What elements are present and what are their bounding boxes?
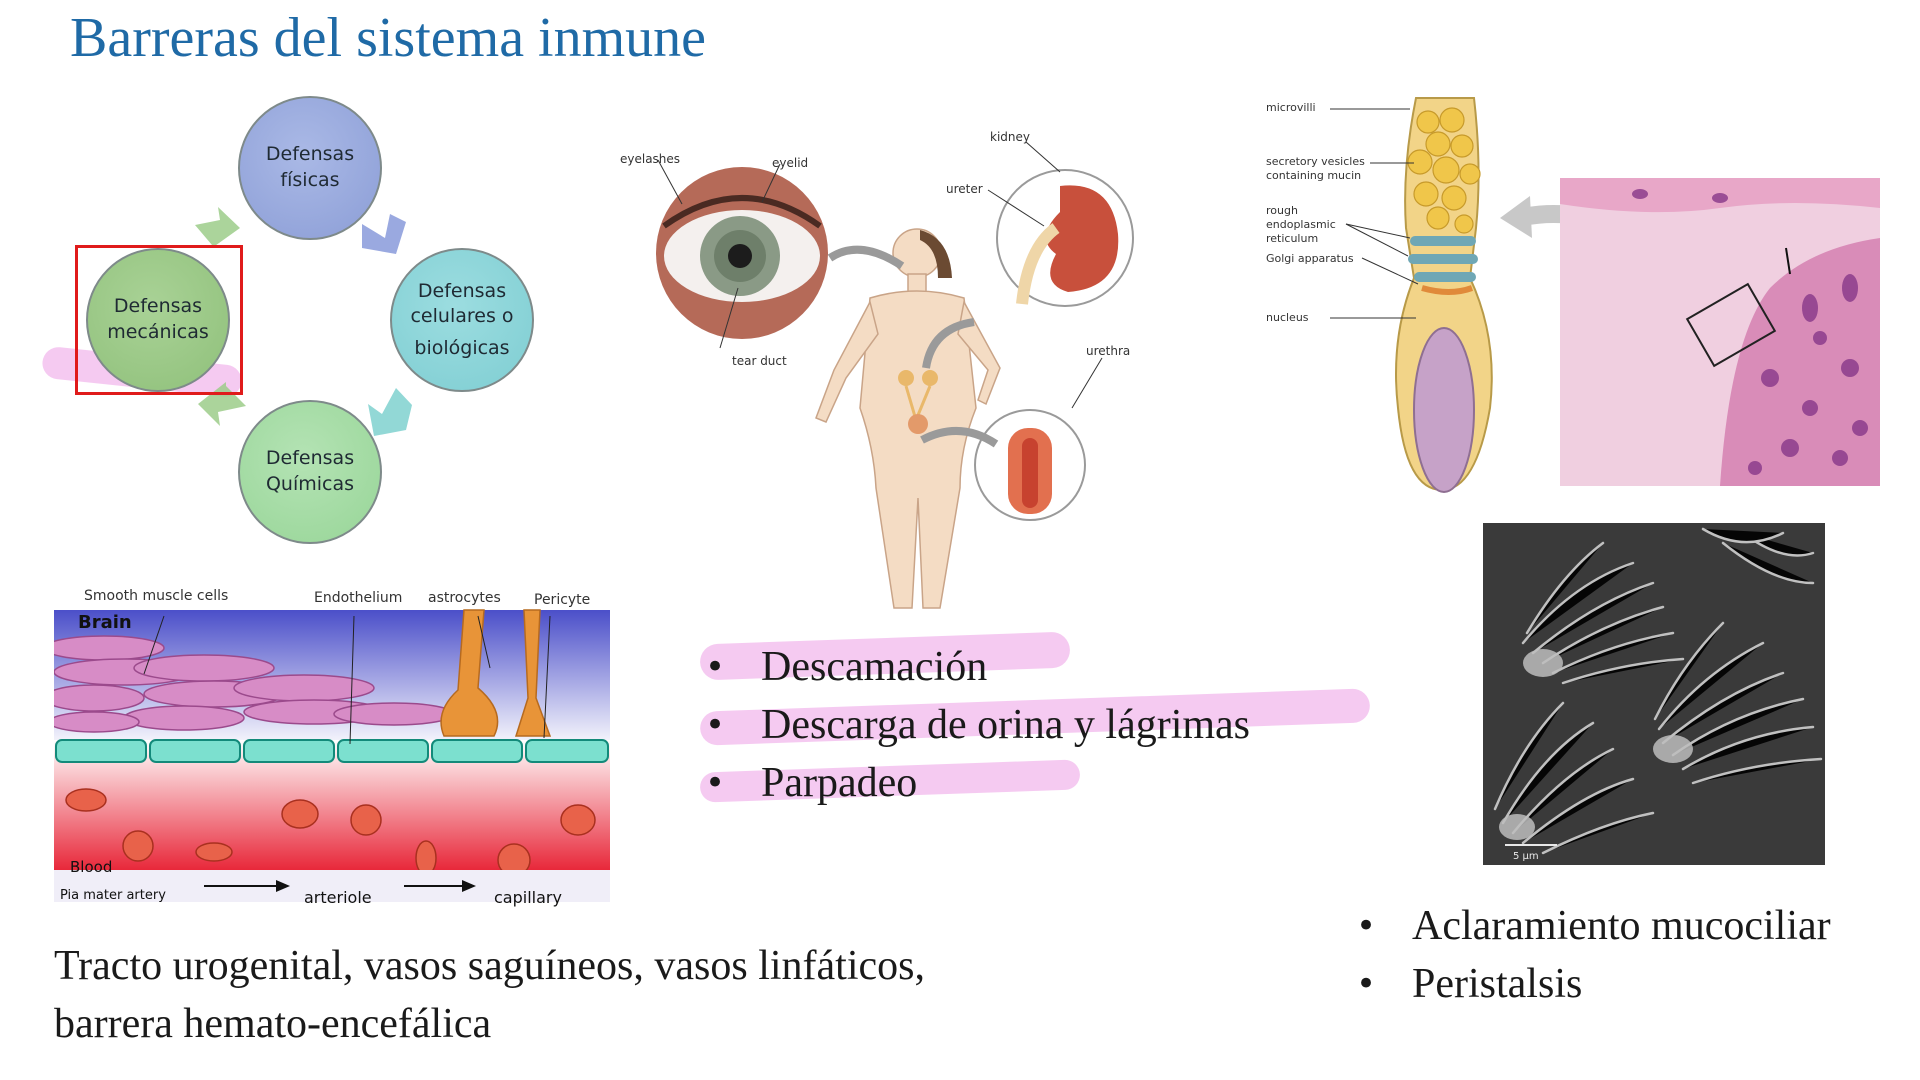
label-smooth-muscle: Smooth muscle cells xyxy=(84,588,229,604)
list-item: Parpadeo xyxy=(705,754,1250,812)
list-item: Aclaramiento mucociliar xyxy=(1356,897,1831,955)
node-defensas-fisicas: Defensas físicas xyxy=(238,96,382,240)
node-label: Defensas xyxy=(417,279,507,302)
label-ureter: ureter xyxy=(946,182,983,196)
list-item: Descarga de orina y lágrimas xyxy=(705,696,1250,754)
label-brain: Brain xyxy=(78,612,132,633)
caption-line: barrera hemato-encefálica xyxy=(54,1001,492,1047)
node-defensas-mecanicas: Defensas mecánicas xyxy=(86,248,230,392)
label-tear-duct: tear duct xyxy=(732,354,787,368)
slide-title: Barreras del sistema inmune xyxy=(70,7,707,69)
node-label: Defensas xyxy=(113,295,203,318)
mucociliary-list: Aclaramiento mucociliar Peristalsis xyxy=(1356,897,1831,1013)
caption-line: Tracto urogenital, vasos saguíneos, vaso… xyxy=(54,943,925,989)
label-secretory-vesicles-2: containing mucin xyxy=(1266,169,1362,182)
goblet-cell-figure: microvilli secretory vesicles containing… xyxy=(1250,78,1890,498)
label-arteriole: arteriole xyxy=(304,888,372,907)
body-illustration xyxy=(656,141,1134,609)
label-endothelium: Endothelium xyxy=(314,590,403,606)
goblet-cell-illustration xyxy=(1330,97,1880,493)
highlight-box xyxy=(75,245,243,395)
label-secretory-vesicles: secretory vesicles xyxy=(1266,155,1365,168)
label-blood: Blood xyxy=(70,858,113,876)
label-pericyte: Pericyte xyxy=(534,592,591,608)
label-rough-er-3: reticulum xyxy=(1266,232,1319,245)
label-rough-er-2: endoplasmic xyxy=(1266,218,1336,231)
node-label: Defensas xyxy=(265,143,355,166)
label-rough-er: rough xyxy=(1266,204,1298,217)
label-pia-mater: Pia mater artery xyxy=(60,888,166,903)
arrow-icon xyxy=(368,388,412,436)
eye-urinary-figure: eyelashes eyelid tear duct kidney ureter… xyxy=(620,108,1180,618)
label-astrocytes: astrocytes xyxy=(428,590,501,606)
label-capillary: capillary xyxy=(494,888,562,907)
label-nucleus: nucleus xyxy=(1266,311,1309,324)
list-item: Descamación xyxy=(705,638,1250,696)
cilia-illustration: 5 µm xyxy=(1483,523,1825,865)
sem-scale-label: 5 µm xyxy=(1513,851,1539,862)
label-kidney: kidney xyxy=(990,130,1030,144)
arrow-icon xyxy=(195,207,240,248)
node-label: biológicas xyxy=(414,336,510,359)
node-label: Químicas xyxy=(265,473,355,495)
node-label: físicas xyxy=(280,169,340,191)
node-label: mecánicas xyxy=(107,321,209,343)
sem-cilia-image: 5 µm xyxy=(1483,523,1825,865)
list-item: Peristalsis xyxy=(1356,955,1831,1013)
node-label: celulares o xyxy=(410,305,514,328)
cycle-arrows xyxy=(195,207,412,436)
arrow-icon xyxy=(362,214,406,254)
node-defensas-celulares: Defensas celulares o biológicas xyxy=(390,248,534,392)
label-eyelid: eyelid xyxy=(772,156,809,170)
mechanical-defenses-list: Descamación Descarga de orina y lágrimas… xyxy=(705,638,1250,812)
blood-brain-barrier-figure: Smooth muscle cells Endothelium astrocyt… xyxy=(54,588,610,928)
defense-cycle-diagram: Defensas físicas Defensas celulares o bioló… xyxy=(40,88,580,558)
node-label: Defensas xyxy=(265,447,355,470)
label-eyelashes: eyelashes xyxy=(620,152,681,166)
arrow-icon xyxy=(198,382,246,426)
label-golgi: Golgi apparatus xyxy=(1266,252,1354,265)
caption-text: Tracto urogenital, vasos saguíneos, vaso… xyxy=(54,937,925,1053)
label-urethra: urethra xyxy=(1086,344,1131,358)
label-microvilli: microvilli xyxy=(1266,101,1316,114)
bbb-illustration xyxy=(54,609,610,902)
